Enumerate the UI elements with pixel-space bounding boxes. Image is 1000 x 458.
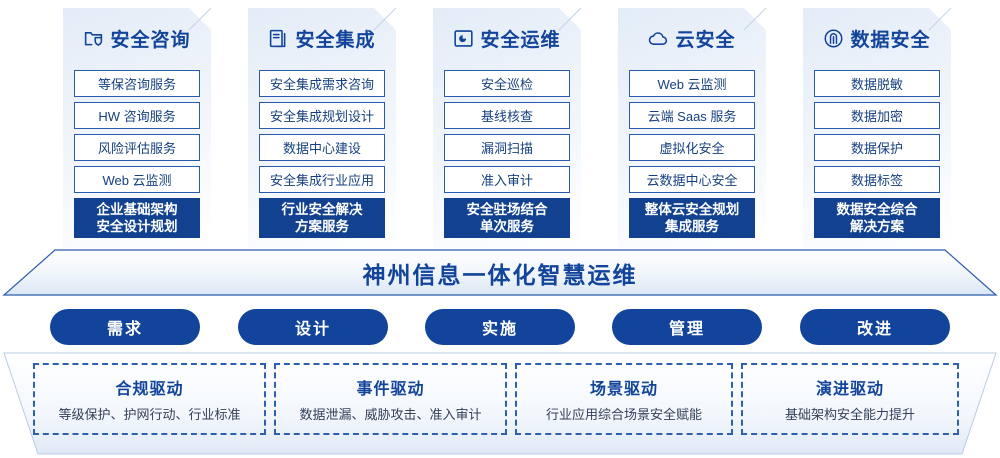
driver-subtitle: 等级保护、护网行动、行业标准: [58, 407, 241, 422]
column-title: 安全集成: [295, 29, 376, 51]
driver-card-compliance[interactable]: 合规驱动 等级保护、护网行动、行业标准: [33, 363, 266, 435]
service-highlight-line1: 行业安全解决: [281, 202, 363, 217]
service-item[interactable]: 安全集成行业应用: [259, 166, 385, 193]
column-header: 安全咨询: [63, 22, 211, 54]
driver-title: 合规驱动: [115, 381, 184, 398]
column-item-list: 安全巡检 基线核查 漏洞扫描 准入审计 安全驻场结合 单次服务: [444, 70, 570, 238]
service-column-security-consulting: 安全咨询 等保咨询服务 HW 咨询服务 风险评估服务 Web 云监测 企业基础架…: [63, 7, 212, 248]
service-highlight-line2: 单次服务: [480, 219, 534, 234]
column-header: 安全运维: [433, 22, 581, 54]
service-highlight-line2: 解决方案: [850, 219, 904, 234]
service-item[interactable]: 数据保护: [814, 134, 940, 161]
service-column-cloud-security: 云安全 Web 云监测 云端 Saas 服务 虚拟化安全 云数据中心安全 整体云…: [618, 7, 767, 248]
service-highlight-line1: 数据安全综合: [836, 202, 918, 217]
column-title: 安全运维: [480, 29, 561, 51]
monitor-chart-icon: [453, 28, 474, 49]
drivers-panel: 合规驱动 等级保护、护网行动、行业标准 事件驱动 数据泄漏、威胁攻击、准入审计 …: [0, 352, 1000, 456]
driver-card-evolution[interactable]: 演进驱动 基础架构安全能力提升: [741, 363, 959, 435]
stage-pill-improvement[interactable]: 改进: [800, 309, 950, 345]
service-highlight[interactable]: 数据安全综合 解决方案: [814, 198, 940, 238]
service-highlight[interactable]: 企业基础架构 安全设计规划: [74, 198, 200, 238]
service-highlight-line2: 集成服务: [665, 219, 719, 234]
drivers-panel-trapezoid-shape: [3, 352, 997, 455]
column-header: 云安全: [618, 22, 766, 54]
stage-pill-management[interactable]: 管理: [612, 309, 762, 345]
cloud-icon: [648, 28, 669, 49]
driver-title: 演进驱动: [815, 381, 884, 398]
column-item-list: 等保咨询服务 HW 咨询服务 风险评估服务 Web 云监测 企业基础架构 安全设…: [74, 70, 200, 238]
service-item[interactable]: 数据标签: [814, 166, 940, 193]
service-item[interactable]: 风险评估服务: [74, 134, 200, 161]
service-item[interactable]: 数据中心建设: [259, 134, 385, 161]
driver-title: 事件驱动: [356, 381, 425, 398]
service-item[interactable]: 数据脱敏: [814, 70, 940, 97]
service-highlight[interactable]: 安全驻场结合 单次服务: [444, 198, 570, 238]
service-item[interactable]: 基线核查: [444, 102, 570, 129]
column-header: 安全集成: [248, 22, 396, 54]
service-item[interactable]: 安全巡检: [444, 70, 570, 97]
service-columns: 安全咨询 等保咨询服务 HW 咨询服务 风险评估服务 Web 云监测 企业基础架…: [63, 7, 952, 248]
stage-pill-design[interactable]: 设计: [238, 309, 388, 345]
service-item[interactable]: 云数据中心安全: [629, 166, 755, 193]
service-item[interactable]: 等保咨询服务: [74, 70, 200, 97]
service-item[interactable]: 数据加密: [814, 102, 940, 129]
document-copy-icon: [268, 28, 289, 49]
column-title: 安全咨询: [110, 29, 191, 51]
service-item[interactable]: Web 云监测: [629, 70, 755, 97]
column-title: 数据安全: [850, 29, 931, 51]
service-item[interactable]: HW 咨询服务: [74, 102, 200, 129]
service-highlight-line2: 方案服务: [295, 219, 349, 234]
folder-shield-icon: [83, 28, 104, 49]
service-highlight[interactable]: 行业安全解决 方案服务: [259, 198, 385, 238]
driver-card-incident[interactable]: 事件驱动 数据泄漏、威胁攻击、准入审计: [274, 363, 507, 435]
service-item[interactable]: Web 云监测: [74, 166, 200, 193]
service-item[interactable]: 虚拟化安全: [629, 134, 755, 161]
stage-pill-demand[interactable]: 需求: [50, 309, 200, 345]
column-item-list: 安全集成需求咨询 安全集成规划设计 数据中心建设 安全集成行业应用 行业安全解决…: [259, 70, 385, 238]
platform-banner-title: 神州信息一体化智慧运维: [362, 262, 638, 288]
service-column-security-integration: 安全集成 安全集成需求咨询 安全集成规划设计 数据中心建设 安全集成行业应用 行…: [248, 7, 397, 248]
service-item[interactable]: 准入审计: [444, 166, 570, 193]
column-item-list: 数据脱敏 数据加密 数据保护 数据标签 数据安全综合 解决方案: [814, 70, 940, 238]
process-stage-pills: 需求 设计 实施 管理 改进: [0, 309, 1000, 345]
driver-title: 场景驱动: [589, 381, 658, 398]
service-item[interactable]: 云端 Saas 服务: [629, 102, 755, 129]
drivers-list: 合规驱动 等级保护、护网行动、行业标准 事件驱动 数据泄漏、威胁攻击、准入审计 …: [0, 352, 1000, 456]
service-highlight-line1: 安全驻场结合: [466, 202, 548, 217]
platform-banner: 神州信息一体化智慧运维: [0, 249, 1000, 297]
driver-subtitle: 行业应用综合场景安全赋能: [545, 407, 702, 422]
service-column-data-security: 数据安全 数据脱敏 数据加密 数据保护 数据标签 数据安全综合 解决方案: [803, 7, 952, 248]
stage-pill-implementation[interactable]: 实施: [425, 309, 575, 345]
driver-subtitle: 基础架构安全能力提升: [784, 407, 915, 422]
service-highlight[interactable]: 整体云安全规划 集成服务: [629, 198, 755, 238]
service-highlight-line2: 安全设计规划: [96, 219, 178, 234]
driver-card-scenario[interactable]: 场景驱动 行业应用综合场景安全赋能: [515, 363, 733, 435]
service-item[interactable]: 安全集成规划设计: [259, 102, 385, 129]
column-header: 数据安全: [803, 22, 951, 54]
service-highlight-line1: 企业基础架构: [96, 202, 178, 217]
service-column-security-operations: 安全运维 安全巡检 基线核查 漏洞扫描 准入审计 安全驻场结合 单次服务: [433, 7, 582, 248]
service-highlight-line1: 整体云安全规划: [644, 202, 740, 217]
driver-subtitle: 数据泄漏、威胁攻击、准入审计: [299, 407, 482, 422]
fingerprint-icon: [823, 28, 844, 49]
column-title: 云安全: [675, 29, 736, 51]
banner-trapezoid-shape: [2, 249, 998, 296]
service-item[interactable]: 安全集成需求咨询: [259, 70, 385, 97]
column-item-list: Web 云监测 云端 Saas 服务 虚拟化安全 云数据中心安全 整体云安全规划…: [629, 70, 755, 238]
service-item[interactable]: 漏洞扫描: [444, 134, 570, 161]
